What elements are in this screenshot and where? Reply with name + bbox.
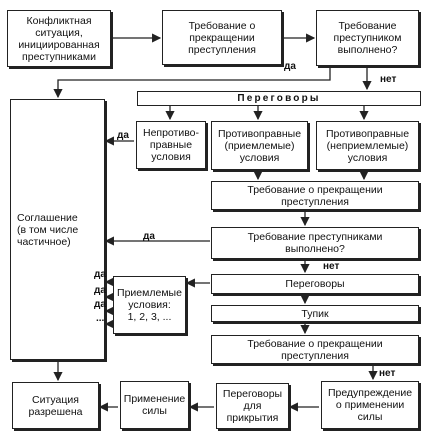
node-negotiations-cover: Переговоры для прикрытия xyxy=(216,383,289,429)
node-agreement: Соглашение (в том числе частичное) xyxy=(10,99,105,360)
node-illegal-unacceptable-conditions: Противоправные (неприемлемые) условия xyxy=(316,121,419,170)
node-warning-use-of-force: Предупреждение о применении силы xyxy=(321,381,419,429)
node-acceptable-conditions: Приемлемые условия: 1, 2, 3, ... xyxy=(113,276,186,334)
label-yes-nonillegal: да xyxy=(117,130,129,141)
node-demand-met-2: Требование преступниками выполнено? xyxy=(211,227,419,259)
label-yes-cond-1: да xyxy=(94,269,106,280)
node-negotiations-2: Переговоры xyxy=(211,274,419,294)
node-demand-stop-crime-2: Требование о прекращении преступления xyxy=(211,181,419,210)
label-yes-cond-2: да xyxy=(94,285,106,296)
label-yes-cond-3: да xyxy=(94,299,106,310)
label-yes-met2: да xyxy=(143,231,155,242)
label-no-met2: нет xyxy=(323,261,340,272)
node-demand-stop-crime-1: Требование о прекращении преступления xyxy=(162,10,282,65)
node-negotiations-bar: Переговоры xyxy=(137,91,421,106)
label-dots-cond: ... xyxy=(96,313,105,324)
node-situation-resolved: Ситуация разрешена xyxy=(12,382,99,429)
label-yes-met1: да xyxy=(284,61,296,72)
node-deadlock: Тупик xyxy=(211,305,419,322)
edge-met1-yes-to-agreement xyxy=(53,66,331,99)
label-no-demand3: нет xyxy=(379,368,396,379)
node-non-illegal-conditions: Непротиво- правные условия xyxy=(136,121,206,169)
label-no-met1: нет xyxy=(380,74,397,85)
node-illegal-acceptable-conditions: Противоправные (приемлемые) условия xyxy=(211,121,308,170)
node-use-of-force: Применение силы xyxy=(120,381,189,429)
node-demand-stop-crime-3: Требование о прекращении преступления xyxy=(211,335,419,364)
node-demand-met-1: Требование преступником выполнено? xyxy=(316,10,419,66)
node-conflict-situation: Конфликтная ситуация, инициированная пре… xyxy=(7,10,111,67)
